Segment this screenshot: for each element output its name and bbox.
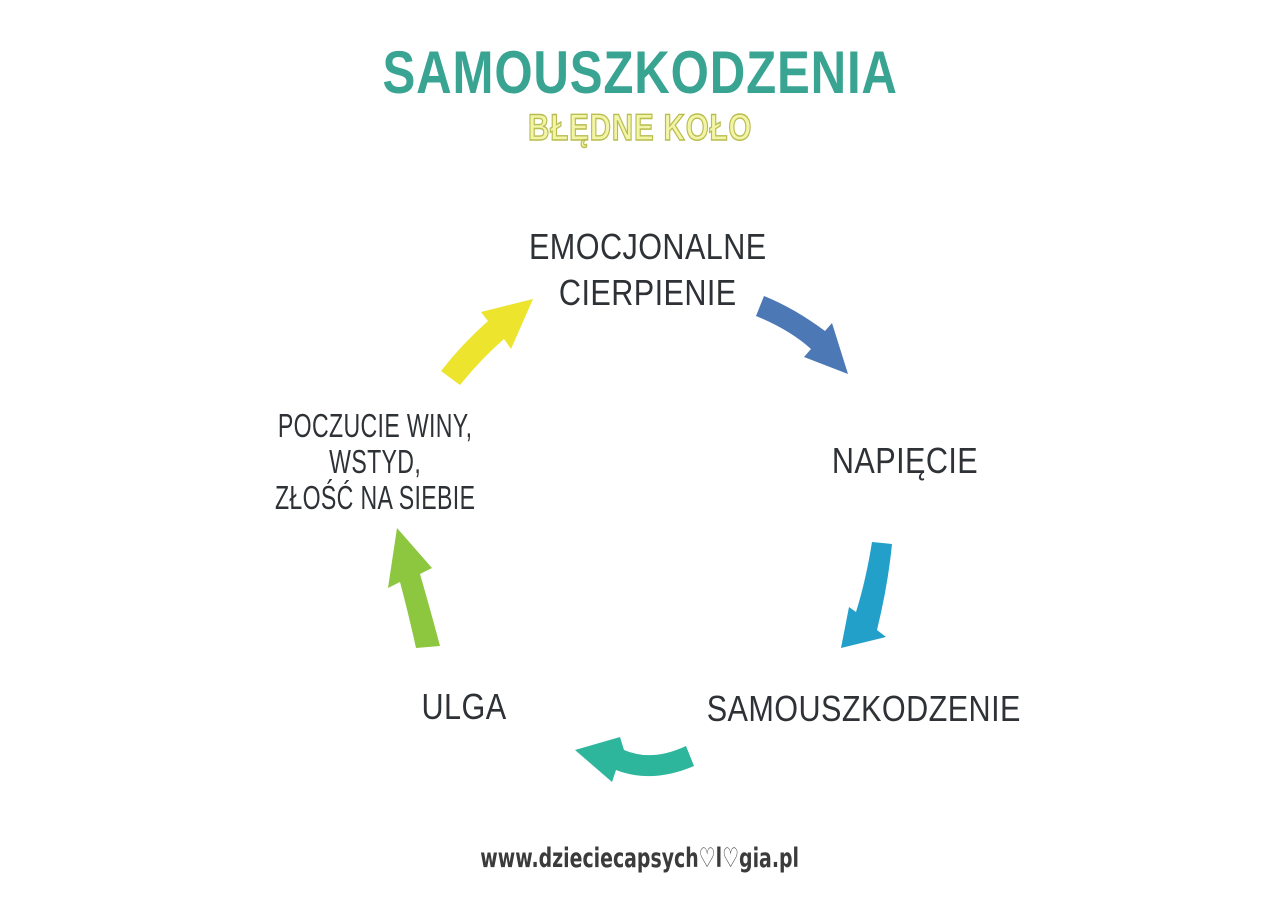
node-guilt-shame-anger: POCZUCIE WINY, WSTYD, ZŁOŚĆ NA SIEBIE bbox=[145, 408, 605, 516]
node-guilt-line3: ZŁOŚĆ NA SIEBIE bbox=[274, 479, 476, 516]
site-credit-text: www.dzieciecapsych♡l♡gia.pl bbox=[480, 843, 800, 874]
page-title: SAMOUSZKODZENIA bbox=[0, 42, 1280, 104]
node-emotional-pain-line1: EMOCJONALNE bbox=[529, 226, 767, 267]
node-guilt-line1: POCZUCIE WINY, bbox=[277, 407, 473, 444]
node-self-harm: SAMOUSZKODZENIE bbox=[584, 686, 1144, 732]
page-title-text: SAMOUSZKODZENIA bbox=[382, 39, 898, 106]
page-subtitle-text: BŁĘDNE KOŁO bbox=[527, 106, 753, 148]
arrow-relief-to-guilt-icon bbox=[388, 528, 440, 648]
node-tension-label: NAPIĘCIE bbox=[831, 440, 979, 481]
node-relief-label: ULGA bbox=[421, 686, 507, 727]
site-credit: www.dzieciecapsych♡l♡gia.pl bbox=[0, 842, 1280, 876]
node-self-harm-label: SAMOUSZKODZENIE bbox=[706, 688, 1022, 729]
node-emotional-pain-line2: CIERPIENIE bbox=[559, 272, 737, 313]
arrow-selfharm-to-relief-icon bbox=[575, 737, 694, 782]
node-relief: ULGA bbox=[314, 684, 614, 730]
node-emotional-pain: EMOCJONALNE CIERPIENIE bbox=[368, 224, 928, 316]
node-guilt-line2: WSTYD, bbox=[329, 443, 421, 480]
arrow-tension-to-selfharm-icon bbox=[841, 542, 892, 648]
node-tension: NAPIĘCIE bbox=[755, 438, 1055, 484]
page-subtitle: BŁĘDNE KOŁO bbox=[0, 106, 1280, 150]
